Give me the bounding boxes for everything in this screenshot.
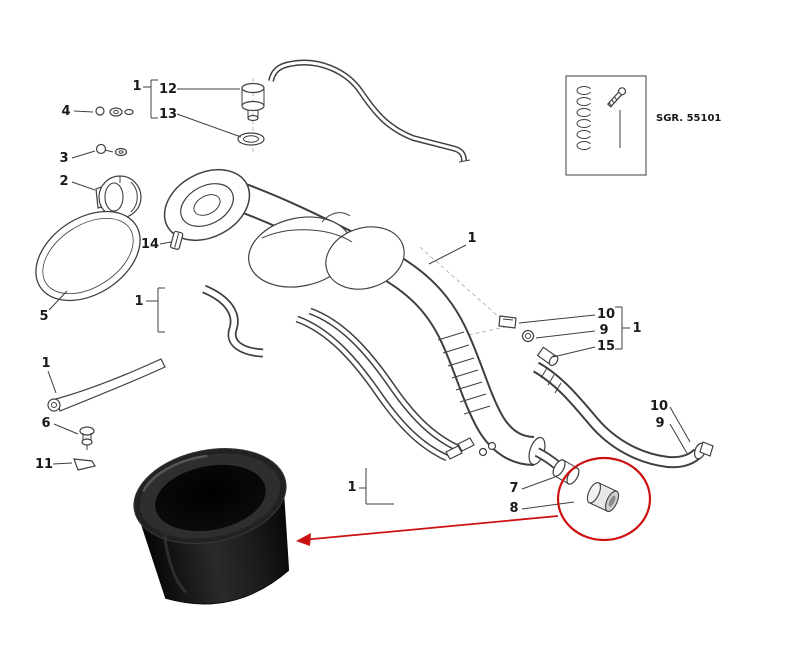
part-label-1-fitting: 1 xyxy=(632,321,641,336)
part-13-ring-drawing xyxy=(237,132,265,146)
part-label-1-midhose: 1 xyxy=(134,294,143,309)
part-label-9-lower: 9 xyxy=(655,416,664,431)
part-label-8: 8 xyxy=(509,501,518,516)
reference-box-bolt xyxy=(606,87,627,108)
part-label-1-hoses: 1 xyxy=(347,480,356,495)
part-12-valve-drawing xyxy=(241,82,265,122)
part-14-clip-drawing xyxy=(169,230,184,250)
leader-lines xyxy=(47,79,691,510)
part-label-2: 2 xyxy=(59,174,68,189)
part-label-1-pipe: 1 xyxy=(467,231,476,246)
reference-code-text: SGR. 55101 xyxy=(656,113,721,124)
part-label-10-upper: 10 xyxy=(597,307,615,322)
part-6-grommet-drawing xyxy=(79,426,95,450)
filler-neck-flange-drawing xyxy=(163,168,251,242)
part-label-14: 14 xyxy=(141,237,159,252)
part-1-strap-drawing xyxy=(47,358,166,412)
part-label-12: 12 xyxy=(159,82,177,97)
part-label-15: 15 xyxy=(597,339,615,354)
part-label-11: 11 xyxy=(35,457,53,472)
part-label-6: 6 xyxy=(41,416,50,431)
part-label-1-strap: 1 xyxy=(41,356,50,371)
part-label-5: 5 xyxy=(39,309,48,324)
breather-hose-drawing xyxy=(268,59,471,163)
reference-box xyxy=(565,75,647,176)
part-label-1-top: 1 xyxy=(132,79,141,94)
part-2-cap-drawing xyxy=(95,175,142,219)
part-labels: 1 12 13 4 3 2 14 5 1 1 6 11 1 10 9 15 1 … xyxy=(35,79,668,516)
part-9-upper-nut-drawing xyxy=(521,329,535,343)
part-label-10-lower: 10 xyxy=(650,399,668,414)
part-label-3: 3 xyxy=(59,151,68,166)
right-hose-drawing xyxy=(532,361,714,470)
part-10-upper-clamp-drawing xyxy=(498,315,517,329)
twin-hoses-drawing xyxy=(295,307,497,462)
highlight-circle xyxy=(556,456,652,542)
reference-box-clips xyxy=(576,86,591,150)
part-label-9-upper: 9 xyxy=(599,323,608,338)
part-4-bolt-drawing xyxy=(95,106,134,117)
part-label-7: 7 xyxy=(509,481,518,496)
part-8-bushing-drawing xyxy=(586,482,620,512)
rubber-sleeve-photo xyxy=(133,448,290,605)
part-label-13: 13 xyxy=(159,107,177,122)
tank-body-drawing xyxy=(248,212,405,290)
part-5-lid-drawing xyxy=(35,210,141,302)
mid-hose-drawing xyxy=(202,284,264,358)
part-15-fitting-drawing xyxy=(536,346,559,367)
part-3-screw-drawing xyxy=(95,143,128,157)
part-label-4: 4 xyxy=(61,104,70,119)
highlight-arrow xyxy=(296,515,559,546)
part-11-wedge-drawing xyxy=(73,458,96,471)
